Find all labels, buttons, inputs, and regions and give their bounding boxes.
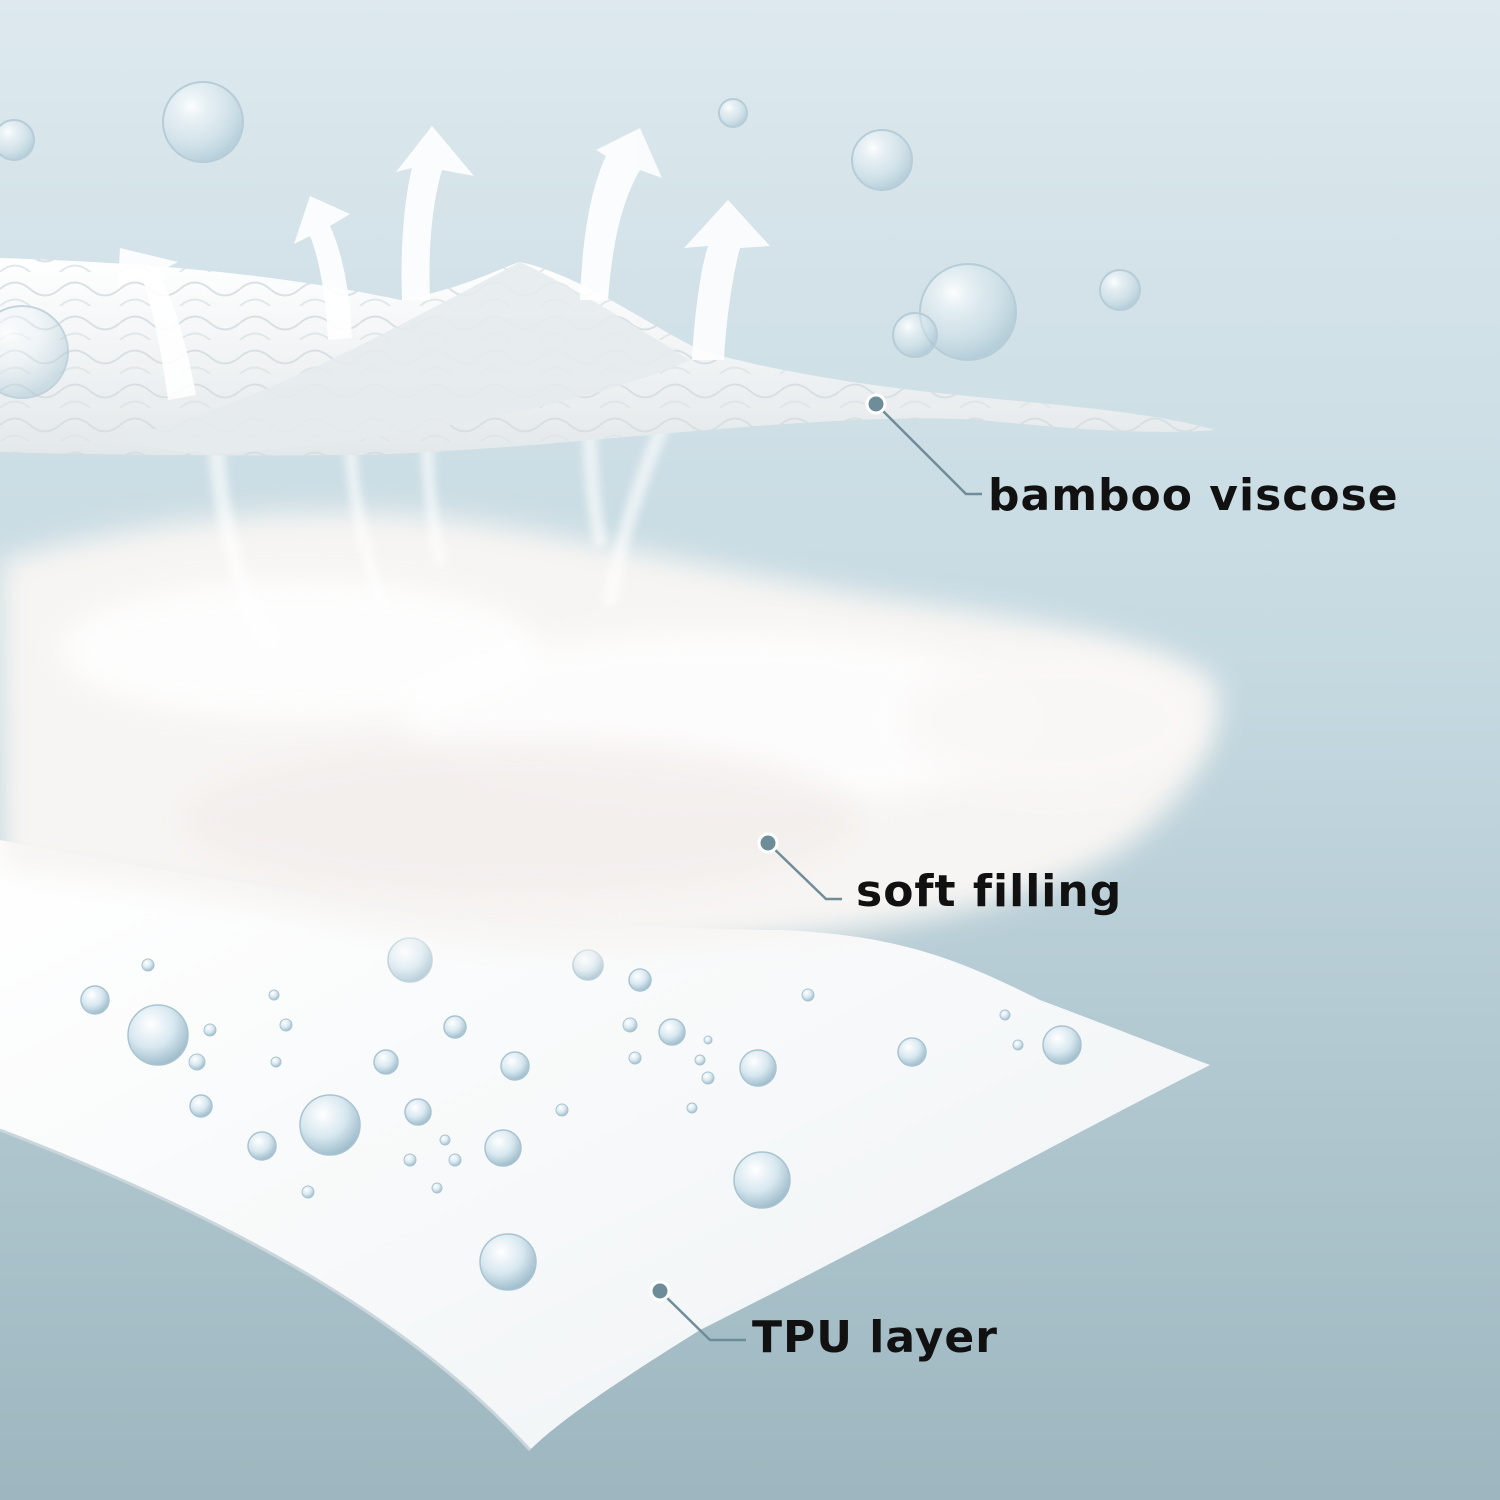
leader-line-tpu-layer <box>659 1290 746 1342</box>
water-droplets <box>80 937 1082 1291</box>
leader-dot-soft-filling <box>757 832 779 854</box>
arrow-up-icon <box>118 248 196 400</box>
arrow-up-icon <box>294 196 352 340</box>
leader-lines <box>659 403 982 1342</box>
breathable-arrows <box>118 126 770 400</box>
arrow-up-icon <box>684 200 770 360</box>
arrow-up-icon <box>396 126 474 300</box>
label-tpu-layer: TPU layer <box>752 1312 998 1363</box>
arrow-up-icon <box>580 128 662 300</box>
leader-line-soft-filling <box>767 842 842 901</box>
soft-filling-cloud <box>0 512 1219 951</box>
leader-dot-bamboo-viscose <box>865 393 887 415</box>
leader-line-bamboo-viscose <box>875 403 982 496</box>
bamboo-viscose-sheet <box>0 258 1215 456</box>
leader-dot-tpu-layer <box>649 1280 671 1302</box>
air-bubbles <box>0 81 1141 399</box>
label-soft-filling: soft filling <box>856 866 1123 917</box>
tpu-layer-sheet <box>0 840 1210 1452</box>
leader-dots <box>649 393 887 1302</box>
label-bamboo-viscose: bamboo viscose <box>988 470 1399 521</box>
